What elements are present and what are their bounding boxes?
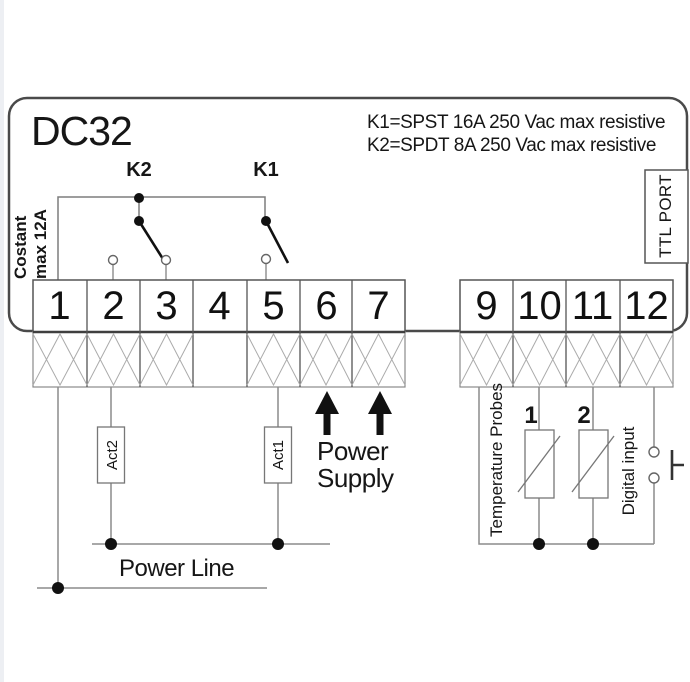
relay-spec-k1: K1=SPST 16A 250 Vac max resistive bbox=[367, 112, 666, 133]
relay-common-wire bbox=[57, 196, 266, 280]
probe-2-junction-dot bbox=[587, 538, 599, 550]
contact-stub-wires bbox=[112, 264, 267, 280]
right-clamp-symbols bbox=[459, 332, 674, 387]
left-terminal-number-row bbox=[32, 279, 406, 333]
k2-common-dot bbox=[134, 216, 144, 226]
right-cell-dividers bbox=[512, 280, 621, 387]
probe-and-digital-wires bbox=[478, 387, 655, 545]
act1-box bbox=[263, 426, 293, 484]
power-supply-line1: Power bbox=[317, 436, 389, 466]
terminal-5: 5 bbox=[262, 283, 285, 328]
device-model-title: DC32 bbox=[31, 108, 133, 154]
ttl-port-label: TTL PORT bbox=[656, 174, 675, 258]
power-line-label: Power Line bbox=[119, 555, 235, 582]
probe-1-junction-dot bbox=[533, 538, 545, 550]
page-edge-strip bbox=[0, 0, 4, 682]
act1-label: Act1 bbox=[270, 440, 287, 471]
k2-switch-arm bbox=[137, 220, 165, 260]
ttl-port-box bbox=[644, 169, 689, 264]
power-line-dot-right bbox=[272, 538, 284, 550]
terminal-9: 9 bbox=[475, 283, 498, 328]
power-supply-arrow-icon-1 bbox=[315, 391, 339, 435]
k1-common-dot bbox=[261, 216, 271, 226]
act2-box bbox=[96, 426, 126, 484]
power-supply-label: Power Supply bbox=[317, 438, 394, 492]
terminal-11: 11 bbox=[571, 283, 614, 328]
relay-spec-k2: K2=SPDT 8A 250 Vac max resistive bbox=[367, 135, 657, 156]
terminal-6: 6 bbox=[315, 283, 338, 328]
bottom-line-junction-dot bbox=[52, 582, 64, 594]
terminal-12: 12 bbox=[624, 283, 669, 328]
probe-1-number: 1 bbox=[524, 402, 538, 429]
terminal-5-contact-circle bbox=[260, 253, 272, 265]
terminal-2-contact-circle bbox=[107, 254, 119, 266]
relay-spec-text: K1=SPST 16A 250 Vac max resistive K2=SPD… bbox=[367, 111, 666, 157]
left-clamp-symbols bbox=[32, 332, 406, 387]
terminal-4: 4 bbox=[208, 283, 231, 328]
probe-2-symbol bbox=[571, 429, 615, 499]
power-supply-line2: Supply bbox=[317, 463, 394, 493]
terminal-1: 1 bbox=[48, 283, 71, 328]
costant-max-12a-label: Costant max 12A bbox=[11, 187, 51, 279]
terminal-3: 3 bbox=[155, 283, 178, 328]
push-button-icon bbox=[648, 446, 684, 484]
terminal-7: 7 bbox=[367, 283, 390, 328]
terminal-10: 10 bbox=[517, 283, 562, 328]
act2-label: Act2 bbox=[104, 440, 121, 471]
costant-line1: Costant bbox=[11, 215, 30, 279]
relay-k2-label: K2 bbox=[126, 159, 152, 181]
relay-k1-label: K1 bbox=[253, 159, 279, 181]
terminal-3-contact-circle bbox=[160, 254, 172, 266]
costant-line2: max 12A bbox=[31, 209, 50, 279]
power-supply-arrow-icon-2 bbox=[368, 391, 392, 435]
k2-junction-dot bbox=[134, 193, 144, 203]
terminal-2: 2 bbox=[102, 283, 125, 328]
probe-1-symbol bbox=[517, 429, 561, 499]
power-line-dot-left bbox=[105, 538, 117, 550]
left-cell-dividers bbox=[86, 280, 353, 387]
act2-and-power-line-wire bbox=[92, 387, 330, 545]
temperature-probes-label: Temperature Probes bbox=[487, 382, 506, 537]
terminal-1-wire bbox=[37, 387, 267, 589]
probe-2-number: 2 bbox=[577, 402, 591, 429]
k1-switch-arm bbox=[264, 220, 290, 264]
digital-input-label: Digital input bbox=[619, 426, 638, 516]
